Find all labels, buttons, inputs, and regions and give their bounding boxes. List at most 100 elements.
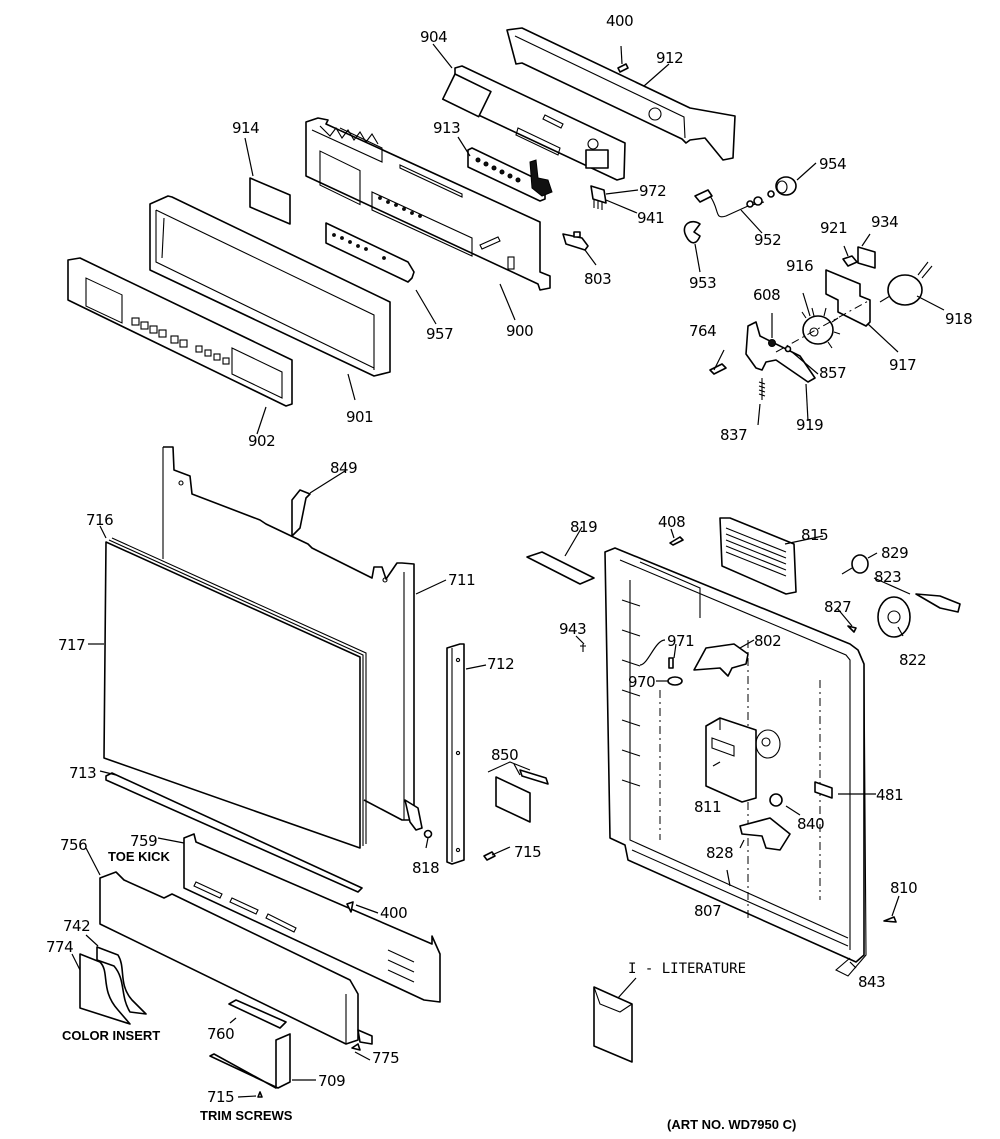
- part-827-screw: [847, 625, 857, 633]
- part-400-screw-bottom: [346, 901, 354, 913]
- label-900: 900: [506, 322, 533, 340]
- part-914-card: [249, 177, 291, 225]
- label-774: 774: [46, 938, 73, 956]
- label-941: 941: [637, 209, 664, 227]
- label-803: 803: [584, 270, 611, 288]
- part-916-fan: [801, 307, 841, 349]
- label-811: 811: [694, 798, 721, 816]
- label-711: 711: [448, 571, 475, 589]
- label-408: 408: [658, 513, 685, 531]
- label-902: 902: [248, 432, 275, 450]
- part-803-switch: [562, 231, 589, 251]
- part-957-led-strip: [325, 222, 415, 283]
- part-828-bracket: [739, 817, 791, 851]
- label-756: 756: [60, 836, 87, 854]
- label-837: 837: [720, 426, 747, 444]
- label-818: 818: [412, 859, 439, 877]
- part-819-strip: [526, 551, 595, 585]
- label-827: 827: [824, 598, 851, 616]
- part-934-label: [857, 246, 876, 269]
- part-712-side-trim: [446, 643, 465, 865]
- label-829: 829: [881, 544, 908, 562]
- label-717: 717: [58, 636, 85, 654]
- label-742: 742: [63, 917, 90, 935]
- label-917: 917: [889, 356, 916, 374]
- part-904-control-board: [441, 65, 626, 181]
- label-822: 822: [899, 651, 926, 669]
- label-715-trim: 715: [207, 1088, 234, 1106]
- part-822-dial: [877, 596, 911, 638]
- part-818-nut: [423, 829, 433, 839]
- label-481: 481: [876, 786, 903, 804]
- part-972-941-connector: [590, 185, 607, 210]
- part-742-774-color-insert: [79, 946, 147, 1025]
- label-716: 716: [86, 511, 113, 529]
- part-850-cover: [487, 761, 549, 823]
- part-715-trim-screw: [257, 1091, 263, 1098]
- label-913: 913: [433, 119, 460, 137]
- label-918: 918: [945, 310, 972, 328]
- part-709-bracket: [209, 1033, 291, 1089]
- part-913-switch-board: [467, 147, 553, 202]
- label-400-bottom: 400: [380, 904, 407, 922]
- part-810-screw: [883, 916, 897, 923]
- part-760-bracket: [228, 999, 287, 1029]
- label-957: 957: [426, 325, 453, 343]
- part-857-washer: [784, 345, 792, 353]
- label-807: 807: [694, 902, 721, 920]
- label-810: 810: [890, 879, 917, 897]
- label-912: 912: [656, 49, 683, 67]
- note-toe-kick: TOE KICK: [108, 849, 170, 864]
- part-918-motor: [879, 261, 933, 306]
- label-764: 764: [689, 322, 716, 340]
- part-764-pin: [709, 363, 727, 375]
- part-775-screw: [351, 1043, 361, 1051]
- label-952: 952: [754, 231, 781, 249]
- leader-lines: [71, 43, 945, 1098]
- label-904: 904: [420, 28, 447, 46]
- art-number: (ART NO. WD7950 C): [667, 1117, 796, 1132]
- part-849-clip: [291, 489, 311, 537]
- label-970: 970: [628, 673, 655, 691]
- part-400-screw-top: [617, 63, 629, 73]
- part-759-toe-kick: [183, 833, 441, 1003]
- part-912-bracket: [506, 27, 736, 161]
- part-608-ball: [768, 339, 776, 347]
- part-811-dispenser: [705, 717, 781, 803]
- part-953-cam: [683, 220, 701, 244]
- part-971-pin: [668, 657, 674, 669]
- label-713: 713: [69, 764, 96, 782]
- part-829-knob: [841, 554, 869, 575]
- label-823: 823: [874, 568, 901, 586]
- part-408-screw: [669, 536, 684, 546]
- note-color-insert: COLOR INSERT: [62, 1028, 160, 1043]
- label-943: 943: [559, 620, 586, 638]
- label-849: 849: [330, 459, 357, 477]
- label-828: 828: [706, 844, 733, 862]
- part-901-trim-frame: [149, 195, 391, 377]
- label-400-top: 400: [606, 12, 633, 30]
- note-trim-screws: TRIM SCREWS: [200, 1108, 293, 1123]
- part-840-cap: [769, 793, 783, 807]
- part-715-screw: [483, 851, 496, 861]
- label-857: 857: [819, 364, 846, 382]
- label-775: 775: [372, 1049, 399, 1067]
- part-919-lever: [745, 321, 816, 383]
- part-802-actuator: [693, 643, 749, 677]
- label-843: 843: [858, 973, 885, 991]
- label-971: 971: [667, 632, 694, 650]
- label-953: 953: [689, 274, 716, 292]
- label-840: 840: [797, 815, 824, 833]
- label-709: 709: [318, 1072, 345, 1090]
- label-972: 972: [639, 182, 666, 200]
- part-837-spring: [758, 378, 766, 400]
- part-902-control-panel: [67, 257, 293, 407]
- part-900-console-frame: [305, 117, 551, 291]
- label-608: 608: [753, 286, 780, 304]
- part-815-vent: [719, 517, 797, 595]
- label-815: 815: [801, 526, 828, 544]
- literature-envelope: [593, 986, 633, 1063]
- part-921-clip: [842, 255, 858, 267]
- label-819: 819: [570, 518, 597, 536]
